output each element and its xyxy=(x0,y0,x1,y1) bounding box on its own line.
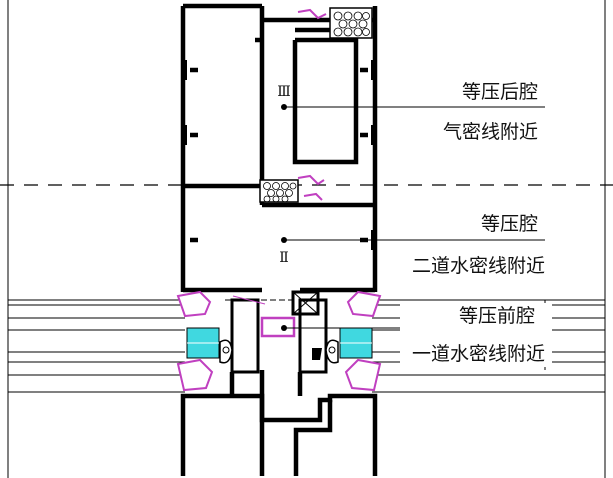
bolt-axis xyxy=(225,295,295,305)
label-middle-zone: 等压腔 二道水密线附近 xyxy=(412,213,545,277)
label-rear-subtitle: 气密线附近 xyxy=(443,121,538,143)
thermal-break-middle xyxy=(259,179,299,203)
cover-cap xyxy=(180,370,378,476)
label-rear-title: 等压后腔 xyxy=(462,81,538,103)
leader-dots xyxy=(281,104,287,331)
label-front-title: 等压前腔 xyxy=(459,305,535,327)
left-glass-unit xyxy=(176,290,233,392)
zone-numeral-rear: Ⅲ xyxy=(277,84,291,100)
label-middle-subtitle: 二道水密线附近 xyxy=(412,255,545,277)
label-front-subtitle: 一道水密线附近 xyxy=(412,343,545,365)
right-glass-unit xyxy=(325,290,382,392)
label-front-zone: 等压前腔 一道水密线附近 xyxy=(400,303,552,367)
drainage-tab xyxy=(312,348,322,360)
front-chamber-profile xyxy=(230,290,328,374)
zone-numeral-middle: Ⅱ xyxy=(279,250,289,266)
label-rear-zone: 等压后腔 气密线附近 xyxy=(443,81,538,143)
label-middle-title: 等压腔 xyxy=(481,213,538,235)
thermal-break-upper xyxy=(329,7,373,39)
magenta-clips xyxy=(297,8,327,201)
mullion-profile xyxy=(180,3,378,293)
